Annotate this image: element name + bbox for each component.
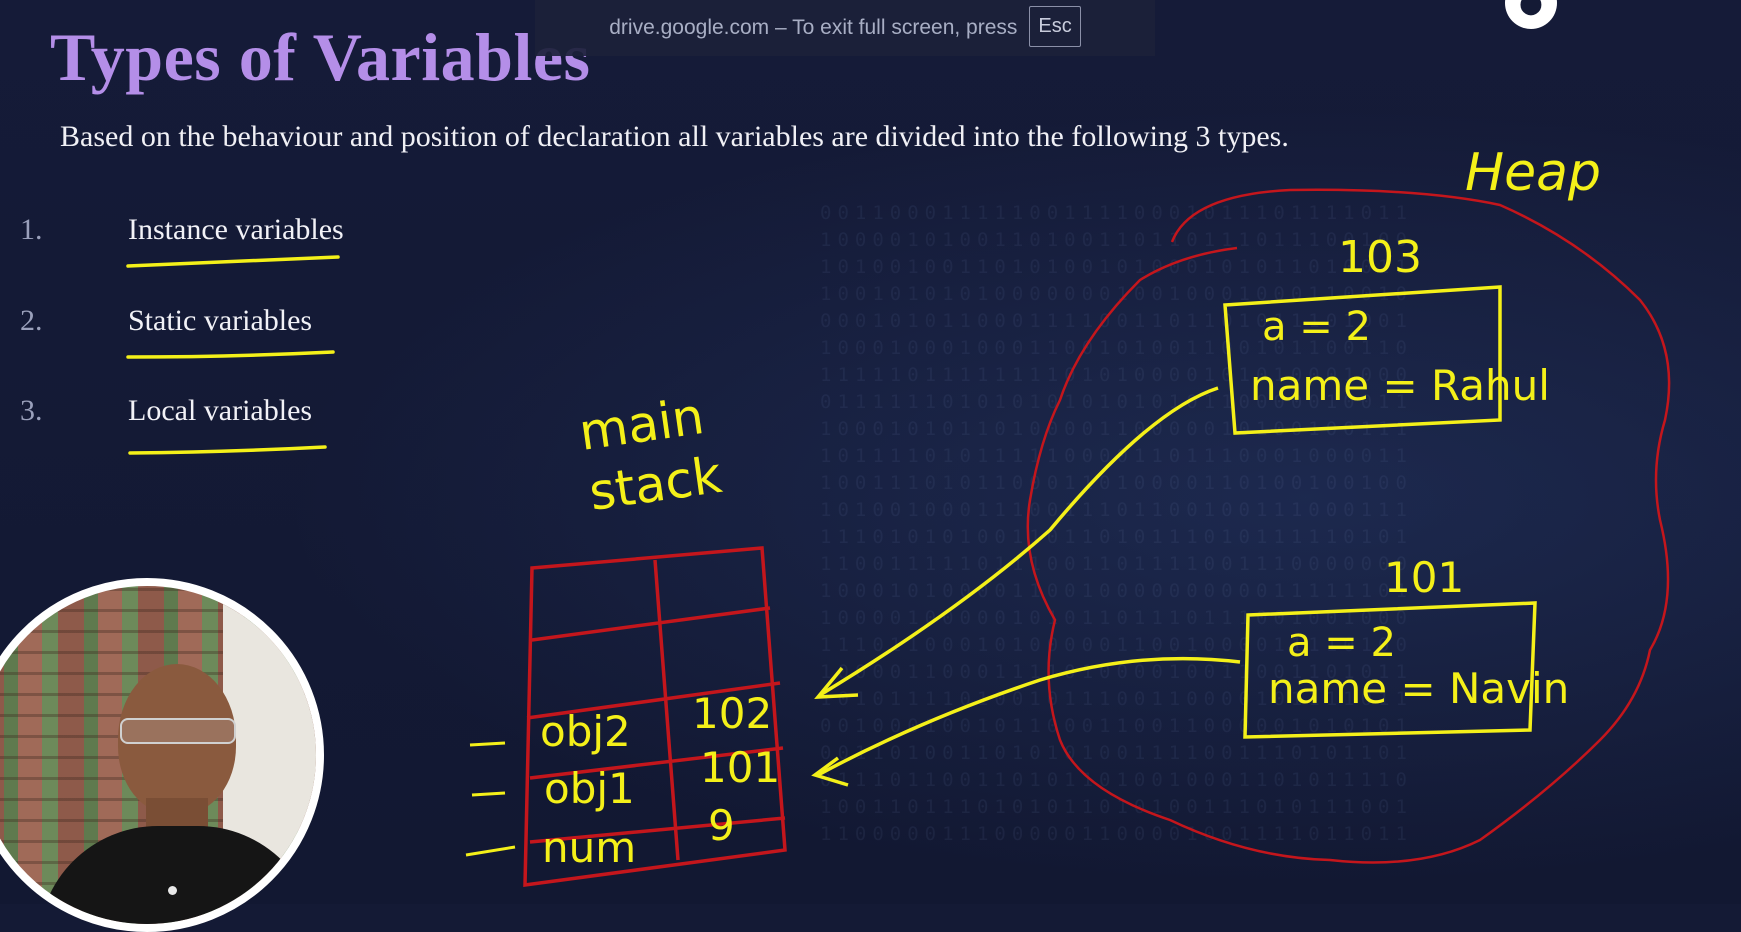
stack-cell-value: 9 xyxy=(708,801,735,850)
heap-address-top: 103 xyxy=(1338,232,1422,283)
heap-object-box-top xyxy=(1223,285,1502,435)
esc-key-hint[interactable]: Esc xyxy=(1029,5,1081,47)
underline-static xyxy=(126,350,335,359)
fullscreen-notice: drive.google.com – To exit full screen, … xyxy=(535,0,1155,56)
heap-bottom-field-a: a = 2 xyxy=(1287,620,1396,666)
list-number: 3. xyxy=(20,394,43,427)
arrowhead xyxy=(814,666,859,699)
reference-arrow-obj2 xyxy=(819,386,1219,697)
row-marker xyxy=(471,791,506,797)
fullscreen-message: drive.google.com – To exit full screen, … xyxy=(609,16,1018,39)
stack-cell-name: obj1 xyxy=(544,764,635,813)
stack-grid xyxy=(523,546,787,888)
heap-label: Heap xyxy=(1465,143,1601,203)
heap-top-field-a: a = 2 xyxy=(1262,304,1371,350)
stack-cell-name: obj2 xyxy=(540,707,631,756)
heap-address-bottom: 101 xyxy=(1384,553,1464,602)
stack-cell-name: num xyxy=(542,823,636,872)
slide-subtitle: Based on the behaviour and position of d… xyxy=(60,120,1289,153)
list-label: Instance variables xyxy=(128,213,344,246)
reference-arrow-obj1 xyxy=(817,656,1241,777)
presenter-glasses xyxy=(120,718,236,744)
arrowhead xyxy=(811,756,849,787)
heap-boundary xyxy=(1026,188,1671,864)
presenter-video xyxy=(0,578,324,932)
heap-top-field-name: name = Rahul xyxy=(1250,361,1550,410)
list-label: Static variables xyxy=(128,304,313,337)
list-number: 2. xyxy=(20,304,43,337)
binary-background-pattern: 0011000111110011110001011101111011 10000… xyxy=(820,202,1413,845)
row-marker xyxy=(469,741,506,747)
stack-cell-value: 102 xyxy=(692,689,772,738)
lapel-mic-icon xyxy=(168,886,177,895)
heap-bottom-field-name: name = Navin xyxy=(1268,664,1569,713)
row-marker xyxy=(465,845,516,857)
annotation-layer: Heap 103 a = 2 name = Rahul 101 a = 2 na… xyxy=(126,143,1671,888)
list-number: 1. xyxy=(20,213,43,246)
underline-local xyxy=(128,445,327,455)
underline-instance xyxy=(126,255,340,268)
stack-cell-value: 101 xyxy=(700,743,780,792)
list-label: Local variables xyxy=(128,394,313,427)
heap-object-box-bottom xyxy=(1243,601,1537,739)
slide-title: Types of Variables xyxy=(50,19,591,95)
presenter-head xyxy=(118,664,236,814)
